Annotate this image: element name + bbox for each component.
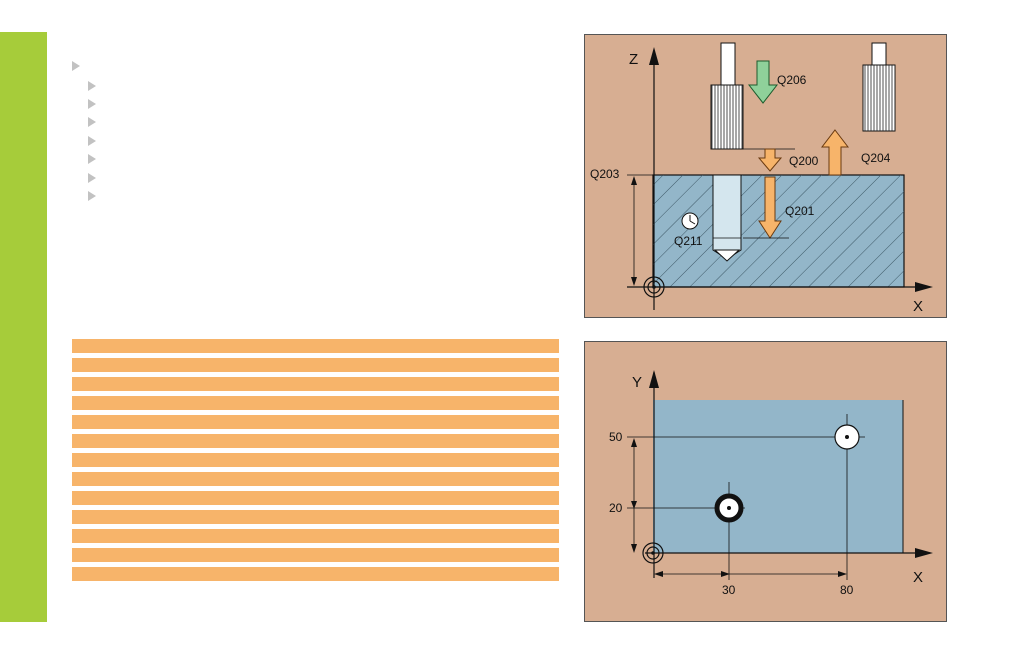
x-axis-label: X [913, 569, 923, 586]
bullet-arrow-icon [88, 136, 96, 146]
x-dim-arrow-mid-icon [721, 571, 730, 577]
tick-x-30: 30 [722, 583, 736, 597]
datum-inner-icon [647, 280, 661, 294]
x-axis-arrow-icon [915, 282, 933, 292]
table-row [72, 377, 559, 391]
q206-arrow-icon [747, 60, 779, 104]
table-row [72, 358, 559, 372]
hole-2-center-icon [845, 435, 849, 439]
tick-x-80: 80 [840, 583, 854, 597]
drilling-cycle-diagram: Z X Q203 Q206 Q200 Q201 Q211 [584, 34, 947, 318]
q203-arrow-up-icon [631, 176, 637, 185]
table-row [72, 415, 559, 429]
tool-knurl-left [711, 85, 743, 149]
z-axis-arrow-icon [649, 47, 659, 65]
drilling-cycle-svg: Z X Q203 Q206 Q200 Q201 Q211 [590, 42, 933, 315]
bullet-arrow-icon [88, 173, 96, 183]
x-dim-arrow-left-icon [654, 571, 663, 577]
q201-arrow-icon [758, 176, 782, 239]
bullet-arrow-icon [88, 99, 96, 109]
y-axis-arrow-icon [649, 370, 659, 388]
table-row [72, 396, 559, 410]
table-row [72, 472, 559, 486]
hole-position-diagram: Y X 50 20 30 80 [584, 341, 947, 622]
tick-y-50: 50 [609, 430, 623, 444]
y-axis-label: Y [632, 374, 642, 391]
tick-y-20: 20 [609, 501, 623, 515]
table-row [72, 434, 559, 448]
tool-shank-right [871, 42, 887, 66]
q203-arrow-down-icon [631, 277, 637, 286]
datum-dot-icon [651, 551, 655, 555]
x-dim-arrow-right-icon [838, 571, 847, 577]
q200-label: Q200 [789, 154, 819, 168]
x-axis-arrow-icon [915, 548, 933, 558]
q200-arrow-icon [757, 148, 783, 172]
y-dim-arrow-down-icon [631, 544, 637, 553]
q204-arrow-icon [820, 129, 850, 176]
table-row [72, 510, 559, 524]
datum-outer-icon [642, 542, 664, 564]
table-row [72, 339, 559, 353]
y-dim-arrow-up-icon [631, 438, 637, 447]
y-dim-arrow-mid-icon [631, 501, 637, 509]
workpiece-plate [653, 400, 903, 553]
bullet-arrow-icon [72, 61, 80, 71]
datum-dot-icon [652, 285, 656, 289]
datum-inner-icon [646, 546, 660, 560]
z-axis-label: Z [629, 51, 638, 68]
x-axis-label: X [913, 298, 923, 315]
bullet-arrow-icon [88, 191, 96, 201]
table-row [72, 567, 559, 581]
workpiece-hatch [653, 175, 904, 287]
table-row [72, 529, 559, 543]
tool-knurl-right [863, 65, 895, 131]
q204-label: Q204 [861, 151, 891, 165]
table-row [72, 548, 559, 562]
table-row [72, 453, 559, 467]
chapter-sidebar [0, 32, 47, 622]
hole-1-center-icon [727, 506, 731, 510]
datum-outer-icon [643, 276, 665, 298]
drilled-hole [712, 174, 742, 260]
clock-hand-icon [689, 220, 696, 225]
bullet-arrow-icon [88, 154, 96, 164]
q211-label: Q211 [674, 234, 703, 248]
drill-tip [713, 249, 741, 262]
tool-shank-left [720, 42, 736, 86]
bullet-arrow-icon [88, 117, 96, 127]
q203-label: Q203 [590, 167, 620, 181]
hole-position-svg: Y X 50 20 30 80 [609, 370, 933, 597]
q206-label: Q206 [777, 73, 807, 87]
table-row [72, 491, 559, 505]
bullet-arrow-icon [88, 81, 96, 91]
q201-label: Q201 [785, 204, 815, 218]
